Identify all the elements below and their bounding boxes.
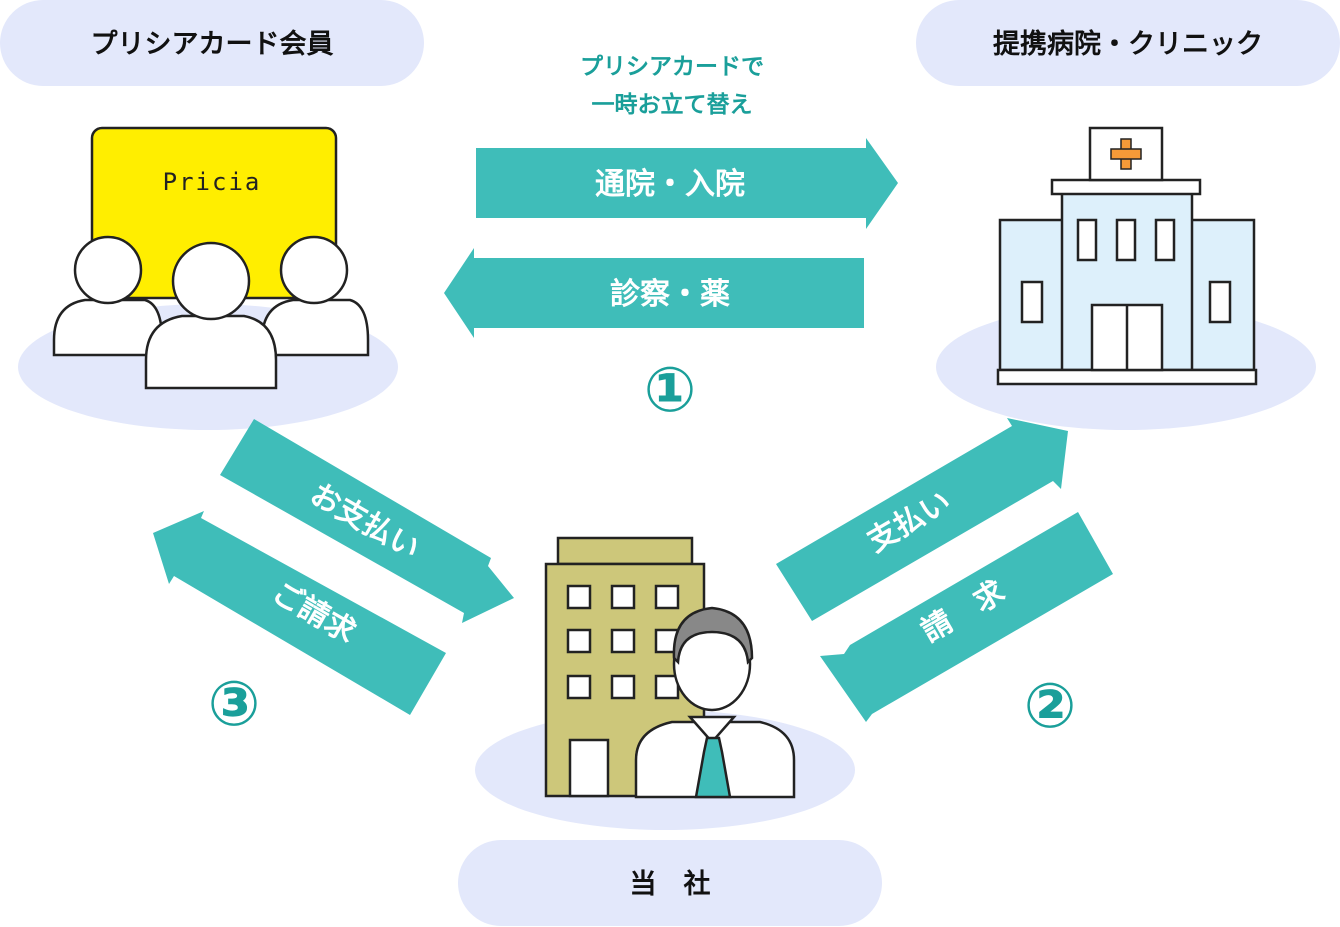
hospital-base — [996, 368, 1258, 386]
arrow-treatment: 診察・薬 — [444, 248, 864, 338]
arrow-treatment-label: 診察・薬 — [610, 277, 730, 312]
step-two: ② — [1024, 669, 1077, 742]
members-label-group: プリシアカード会員 — [0, 0, 424, 86]
arrow-visit-label: 通院・入院 — [595, 167, 745, 202]
person-center-body — [144, 314, 278, 390]
company-label-group: 当 社 — [458, 840, 882, 926]
person-center-head — [171, 241, 251, 321]
person-right-head — [279, 235, 349, 305]
hospital-icon — [936, 126, 1316, 430]
card-brand: Pricia — [163, 168, 262, 196]
building-door — [568, 738, 610, 798]
hospital-window — [1115, 218, 1137, 262]
clinic-label-group: 提携病院・クリニック — [916, 0, 1340, 86]
hospital-roof — [1050, 178, 1202, 196]
person-left-head — [73, 235, 143, 305]
people-with-card-icon: Pricia — [18, 126, 398, 430]
person-right-body — [260, 298, 370, 357]
businessman — [634, 606, 796, 799]
hospital-window — [1020, 280, 1044, 324]
person-left-body — [52, 298, 164, 357]
hospital-window — [1154, 218, 1176, 262]
members-label: プリシアカード会員 — [91, 29, 334, 60]
clinic-label: 提携病院・クリニック — [993, 28, 1263, 60]
members-pill — [0, 0, 424, 86]
step-three: ③ — [208, 667, 261, 740]
office-building-with-businessman-icon — [475, 536, 855, 830]
hospital-window — [1076, 218, 1098, 262]
red-cross-icon — [1110, 138, 1142, 170]
clinic-pill — [916, 0, 1340, 86]
company-pill — [458, 840, 882, 926]
caption-line-2: 一時お立て替え — [592, 91, 753, 118]
building-roof — [556, 536, 694, 566]
arrow-member-billing: ご請求 — [153, 511, 446, 715]
company-label: 当 社 — [630, 868, 711, 900]
step-one: ① — [644, 353, 697, 426]
arrow-visit: 通院・入院 — [476, 138, 898, 229]
hospital-window — [1208, 280, 1232, 324]
caption-line-1: プリシアカードで — [580, 54, 764, 80]
